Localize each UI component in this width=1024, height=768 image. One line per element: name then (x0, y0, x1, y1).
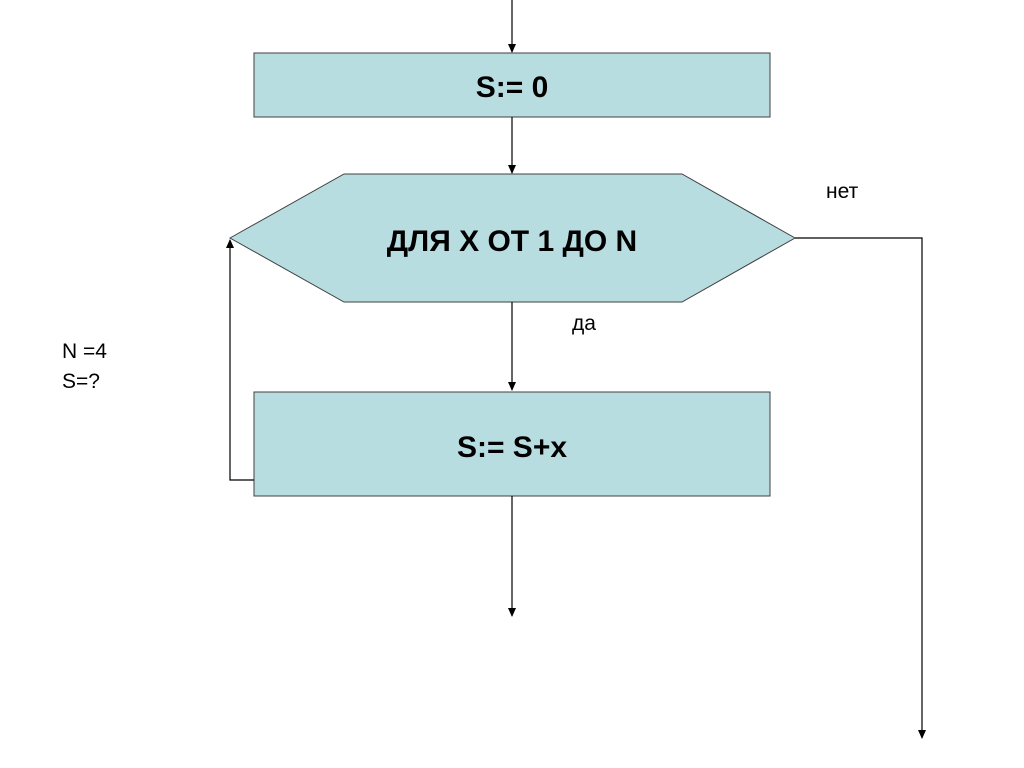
init-block-label: S:= 0 (476, 71, 549, 104)
label-yes: да (572, 312, 596, 335)
arrow-loop-back (226, 239, 254, 481)
label-no: нет (826, 180, 859, 203)
note-n-value: N =4 (62, 340, 107, 363)
body-block (253, 391, 771, 497)
note-s-question: S=? (62, 370, 100, 393)
loop-hexagon-label: ДЛЯ X ОТ 1 ДО N (387, 225, 637, 258)
arrow-loop-exit (795, 237, 926, 739)
body-block-label: S:= S+x (457, 431, 567, 464)
